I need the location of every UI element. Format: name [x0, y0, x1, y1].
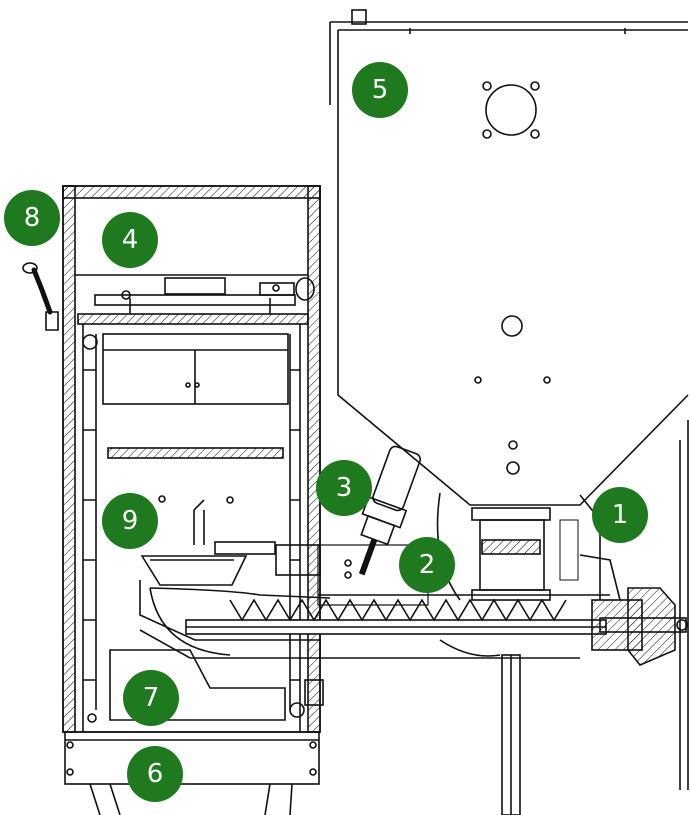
callout-6-label: 6	[146, 759, 164, 789]
callout-9: 9	[102, 493, 158, 549]
ignition-heater	[344, 445, 422, 579]
callout-8: 8	[4, 190, 60, 246]
callout-1-label: 1	[611, 500, 629, 530]
callout-5: 5	[352, 62, 408, 118]
boiler-body	[22, 185, 324, 815]
callout-8-label: 8	[23, 203, 41, 233]
auger-motor	[591, 420, 689, 790]
callout-7: 7	[123, 670, 179, 726]
callout-5-label: 5	[371, 75, 389, 105]
callout-1: 1	[592, 487, 648, 543]
callout-2-label: 2	[418, 550, 436, 580]
callout-2: 2	[399, 537, 455, 593]
callout-7-label: 7	[142, 683, 160, 713]
feed-auger	[139, 544, 610, 815]
callout-6: 6	[127, 746, 183, 802]
callout-9-label: 9	[121, 506, 139, 536]
callout-3-label: 3	[335, 473, 353, 503]
callout-4: 4	[102, 212, 158, 268]
callout-4-label: 4	[121, 225, 139, 255]
callout-3: 3	[316, 460, 372, 516]
